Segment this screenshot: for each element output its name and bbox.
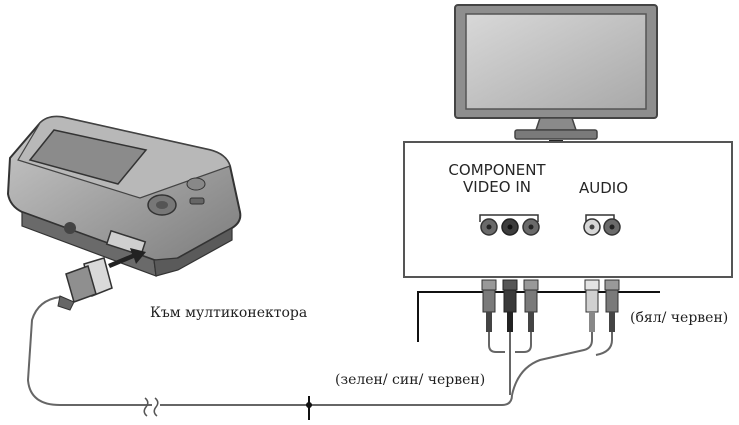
multi-connector-plug [57, 257, 113, 311]
tv-input-panel [403, 141, 733, 278]
to-multiconnector-label: Към мултиконектора [150, 305, 308, 321]
arrow-to-camera-icon [108, 248, 146, 268]
component-video-label: COMPONENT VIDEO IN [432, 162, 562, 196]
rca-plugs [481, 279, 620, 332]
component-label-line1: COMPONENT [448, 161, 546, 179]
audio-label: AUDIO [579, 179, 629, 197]
green-blue-red-label: (зелен/ син/ червен) [335, 372, 486, 388]
audio-jacks [583, 214, 621, 236]
camera-icon [6, 115, 242, 277]
av-cable [26, 296, 613, 406]
cable-break-mark [143, 397, 149, 417]
component-jacks [479, 214, 540, 236]
component-label-line2: VIDEO IN [463, 178, 531, 196]
tv-icon [454, 4, 658, 140]
white-red-label: (бял/ червен) [630, 310, 729, 326]
